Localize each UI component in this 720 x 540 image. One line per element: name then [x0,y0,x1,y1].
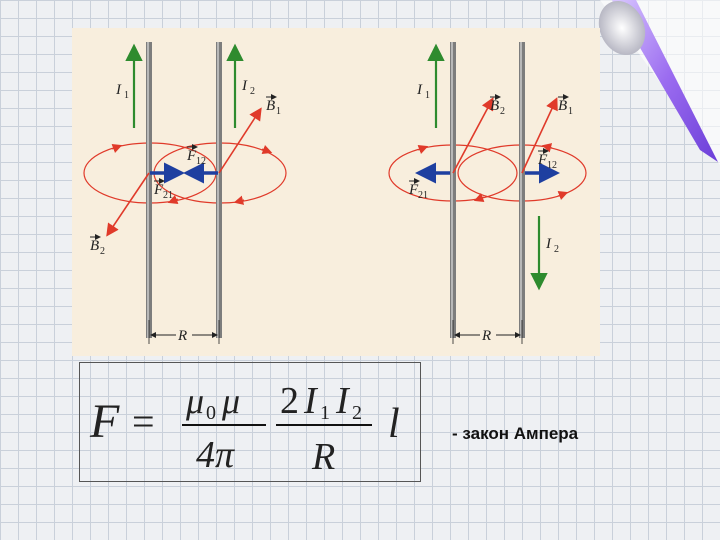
svg-text:2: 2 [500,106,505,117]
label-r-right: R [481,328,491,344]
label-f12-left: F [186,148,197,164]
formula-denominator-1: 4π [196,434,235,476]
left-diagram: I 1 I 2 B 1 B 2 F 12 F 21 R [83,42,287,344]
formula-mu0: μ [185,381,204,421]
formula-i2: I [335,380,351,422]
label-f12-right: F [537,152,548,168]
field-direction-arrow [233,195,245,205]
field-direction-arrow [261,144,273,154]
label-i1-left: I [115,82,122,98]
svg-text:2: 2 [352,402,362,424]
formula-coefficient: 2 [280,380,299,422]
label-i1-right: I [416,82,423,98]
svg-text:1: 1 [568,106,573,117]
formula-lhs: F [89,395,120,448]
field-direction-arrow [541,143,553,153]
label-f21-right: F [408,182,419,198]
figure-panel: I 1 I 2 B 1 B 2 F 12 F 21 R [72,28,600,356]
label-f21-left: F [153,182,164,198]
label-i2-right: I [545,236,552,252]
formula-equals: = [132,399,155,444]
field-direction-arrow [473,192,485,202]
svg-text:21: 21 [163,190,173,201]
formula-length: l [388,401,400,447]
svg-text:2: 2 [554,244,559,255]
svg-text:12: 12 [547,160,557,171]
label-b1-right: B [558,98,567,114]
right-diagram: I 1 I 2 B 2 B 1 F 12 F 21 R [388,42,587,344]
formula-mu: μ [221,381,240,421]
vector-b2-right [452,97,494,174]
vector-b1-right [521,97,558,174]
parallel-wires-diagram: I 1 I 2 B 1 B 2 F 12 F 21 R [83,42,587,344]
svg-text:1: 1 [425,90,430,101]
label-b2-right: B [490,98,499,114]
label-b2-left: B [90,238,99,254]
ampere-formula-box: F = μ 0 μ 4π 2 I 1 I 2 R l [79,362,421,482]
field-direction-arrow [111,144,123,154]
svg-text:1: 1 [276,106,281,117]
label-i2-left: I [241,78,248,94]
svg-text:1: 1 [320,402,330,424]
field-direction-arrow [167,194,179,204]
svg-text:2: 2 [100,246,105,257]
svg-text:2: 2 [250,86,255,97]
ampere-formula: F = μ 0 μ 4π 2 I 1 I 2 R l [89,380,400,478]
vector-b2-left [106,172,150,237]
field-direction-arrow [557,191,569,201]
label-r-left: R [177,328,187,344]
formula-denominator-2: R [311,436,335,478]
ampere-law-label: - закон Ампера [452,424,579,443]
field-direction-arrow [417,145,429,155]
label-b1-left: B [266,98,275,114]
formula-i1: I [303,380,319,422]
svg-text:12: 12 [196,156,206,167]
svg-text:0: 0 [206,402,216,424]
svg-text:1: 1 [124,90,129,101]
vector-b1-left [218,107,262,174]
svg-text:21: 21 [418,190,428,201]
